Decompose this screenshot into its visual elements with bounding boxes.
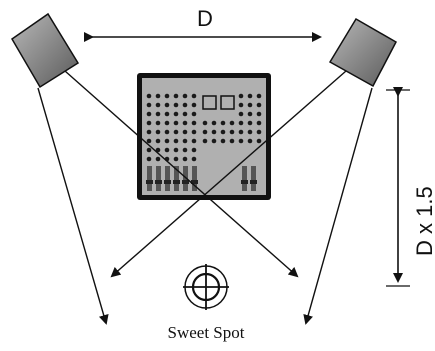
- vertical-distance-arrow: [386, 87, 410, 287]
- left-speaker-icon: [11, 12, 80, 89]
- sweet-spot-label: Sweet Spot: [168, 323, 245, 342]
- mixing-console-icon: [137, 73, 271, 200]
- right-speaker-icon: [328, 17, 397, 88]
- distance-label: D: [197, 6, 213, 31]
- sound-path-lines: [37, 70, 373, 325]
- crosshair-target-icon: [183, 264, 229, 310]
- vertical-distance-label: D x 1.5: [412, 186, 435, 256]
